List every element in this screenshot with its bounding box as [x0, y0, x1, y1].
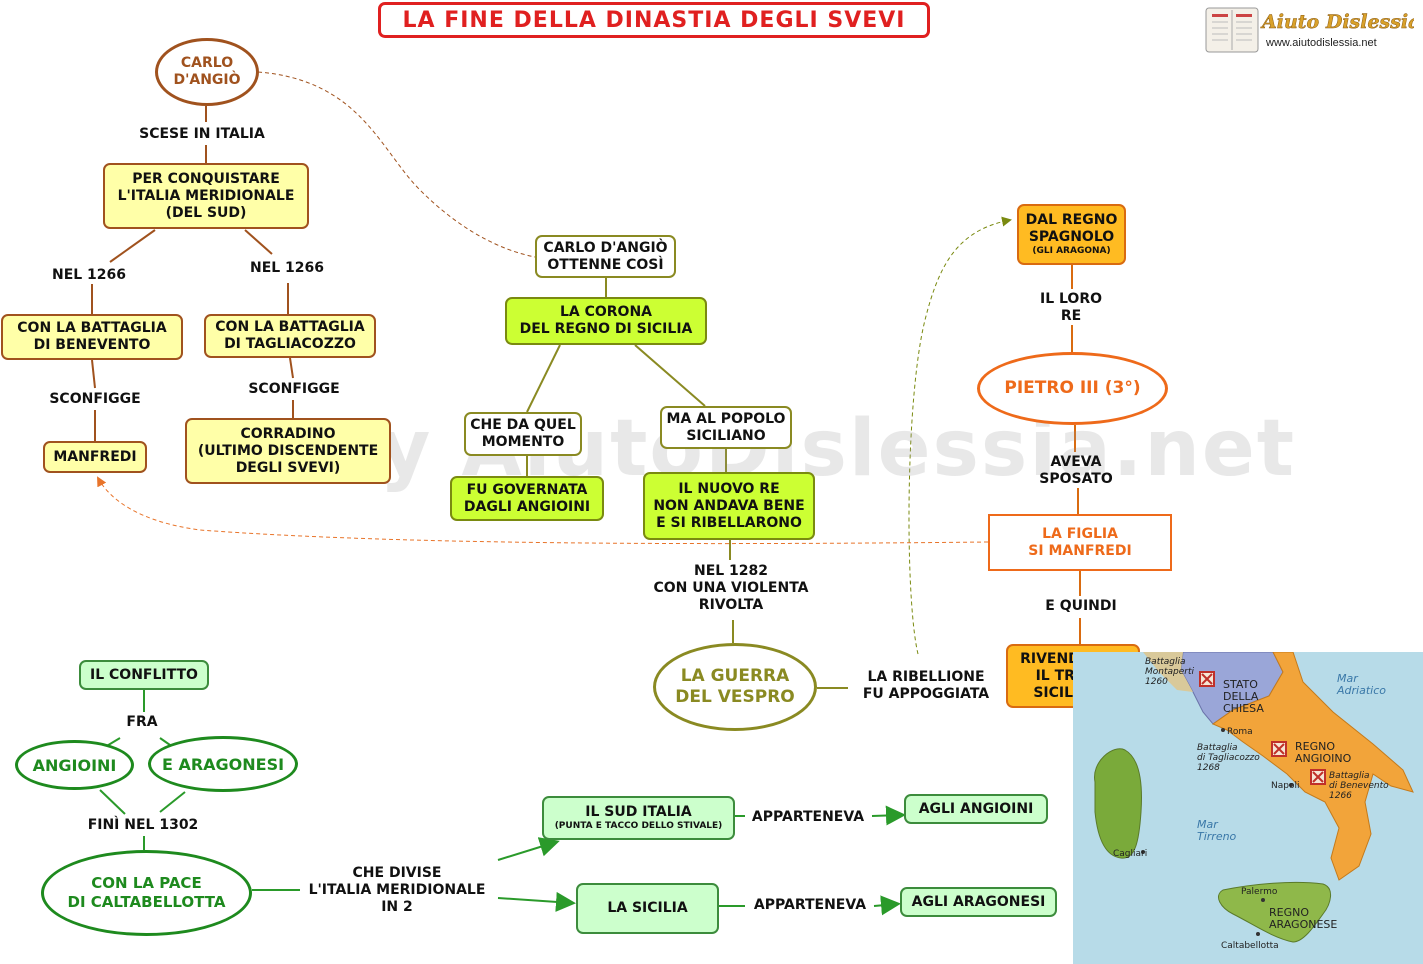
node-vespro[interactable]: LA GUERRA DEL VESPRO — [653, 643, 817, 731]
node-pace[interactable]: CON LA PACE DI CALTABELLOTTA — [41, 850, 252, 936]
link-aveva-sposato: AVEVA SPOSATO — [1039, 454, 1113, 487]
sicily-shape — [1218, 881, 1331, 943]
node-conquistare[interactable]: PER CONQUISTARE L'ITALIA MERIDIONALE (DE… — [103, 163, 309, 229]
link-e-quindi: E QUINDI — [1045, 598, 1117, 614]
link-scese: SCESE IN ITALIA — [139, 126, 265, 142]
node-pietro[interactable]: PIETRO III (3°) — [977, 352, 1168, 425]
link-ribellione: LA RIBELLIONE FU APPOGGIATA — [862, 669, 990, 702]
node-benevento[interactable]: CON LA BATTAGLIA DI BENEVENTO — [1, 314, 183, 360]
link-sconfigge-a: SCONFIGGE — [49, 391, 141, 407]
regno-spagnolo-small: (GLI ARAGONA) — [1032, 246, 1111, 256]
link-divise: CHE DIVISE L'ITALIA MERIDIONALE IN 2 — [308, 865, 486, 915]
map-label-cagliari: Cagliari — [1113, 849, 1147, 859]
node-sicilia[interactable]: LA SICILIA — [576, 883, 719, 934]
node-tagliacozzo[interactable]: CON LA BATTAGLIA DI TAGLIACOZZO — [204, 314, 376, 358]
node-conflitto[interactable]: IL CONFLITTO — [79, 660, 209, 690]
node-sud-italia[interactable]: IL SUD ITALIA (PUNTA E TACCO DELLO STIVA… — [542, 796, 735, 840]
link-sconfigge-b: SCONFIGGE — [248, 381, 340, 397]
map-label-caltabellotta: Caltabellotta — [1221, 941, 1279, 951]
link-nel1266-a: NEL 1266 — [51, 267, 127, 283]
node-popolo[interactable]: MA AL POPOLO SICILIANO — [660, 406, 792, 449]
node-figlia[interactable]: LA FIGLIA SI MANFREDI — [988, 514, 1172, 571]
map-label-napoli: Napoli — [1271, 781, 1299, 791]
regno-spagnolo-text: DAL REGNO SPAGNOLO — [1025, 212, 1118, 245]
node-regno-spagnolo[interactable]: DAL REGNO SPAGNOLO (GLI ARAGONA) — [1017, 204, 1126, 265]
node-governata[interactable]: FU GOVERNATA DAGLI ANGIOINI — [450, 476, 604, 521]
angevin-kingdom-shape — [1211, 652, 1414, 881]
node-aragonesi[interactable]: E ARAGONESI — [148, 736, 298, 792]
node-corradino[interactable]: CORRADINO (ULTIMO DISCENDENTE DEGLI SVEV… — [185, 418, 391, 484]
node-corona[interactable]: LA CORONA DEL REGNO DI SICILIA — [505, 297, 707, 345]
link-fini: FINÌ NEL 1302 — [87, 817, 199, 833]
logo-url: www.aiutodislessia.net — [1265, 37, 1377, 49]
sud-italia-text: IL SUD ITALIA — [585, 804, 692, 820]
link-apparteneva-b: APPARTENEVA — [753, 897, 867, 913]
link-nel1266-b: NEL 1266 — [249, 260, 325, 276]
logo-brand: Aiuto Dislessia — [1260, 11, 1414, 33]
page-title: LA FINE DELLA DINASTIA DEGLI SVEVI — [378, 2, 930, 38]
node-carlo[interactable]: CARLO D'ANGIÒ — [155, 38, 259, 106]
link-apparteneva-a: APPARTENEVA — [751, 809, 865, 825]
link-il-loro-re: IL LORO RE — [1039, 291, 1103, 324]
node-ottenne[interactable]: CARLO D'ANGIÒ OTTENNE COSÌ — [535, 235, 676, 278]
sardinia-shape — [1094, 748, 1142, 859]
node-agli-aragonesi[interactable]: AGLI ARAGONESI — [900, 887, 1057, 917]
site-logo[interactable]: Aiuto Dislessia www.aiutodislessia.net — [1204, 6, 1414, 54]
map-label-palermo: Palermo — [1241, 887, 1278, 897]
battle-marker-icons — [1199, 671, 1326, 785]
sud-italia-small: (PUNTA E TACCO DELLO STIVALE) — [554, 821, 723, 831]
map-label-roma: Roma — [1227, 727, 1253, 737]
link-nel1282: NEL 1282 CON UNA VIOLENTA RIVOLTA — [653, 563, 809, 613]
node-nuovo-re[interactable]: IL NUOVO RE NON ANDAVA BENE E SI RIBELLA… — [643, 472, 815, 540]
node-agli-angioini[interactable]: AGLI ANGIOINI — [904, 794, 1048, 824]
link-fra: FRA — [126, 714, 158, 730]
node-da-quel[interactable]: CHE DA QUEL MOMENTO — [464, 412, 582, 456]
node-angioini[interactable]: ANGIOINI — [15, 740, 134, 790]
node-manfredi[interactable]: MANFREDI — [43, 441, 147, 473]
